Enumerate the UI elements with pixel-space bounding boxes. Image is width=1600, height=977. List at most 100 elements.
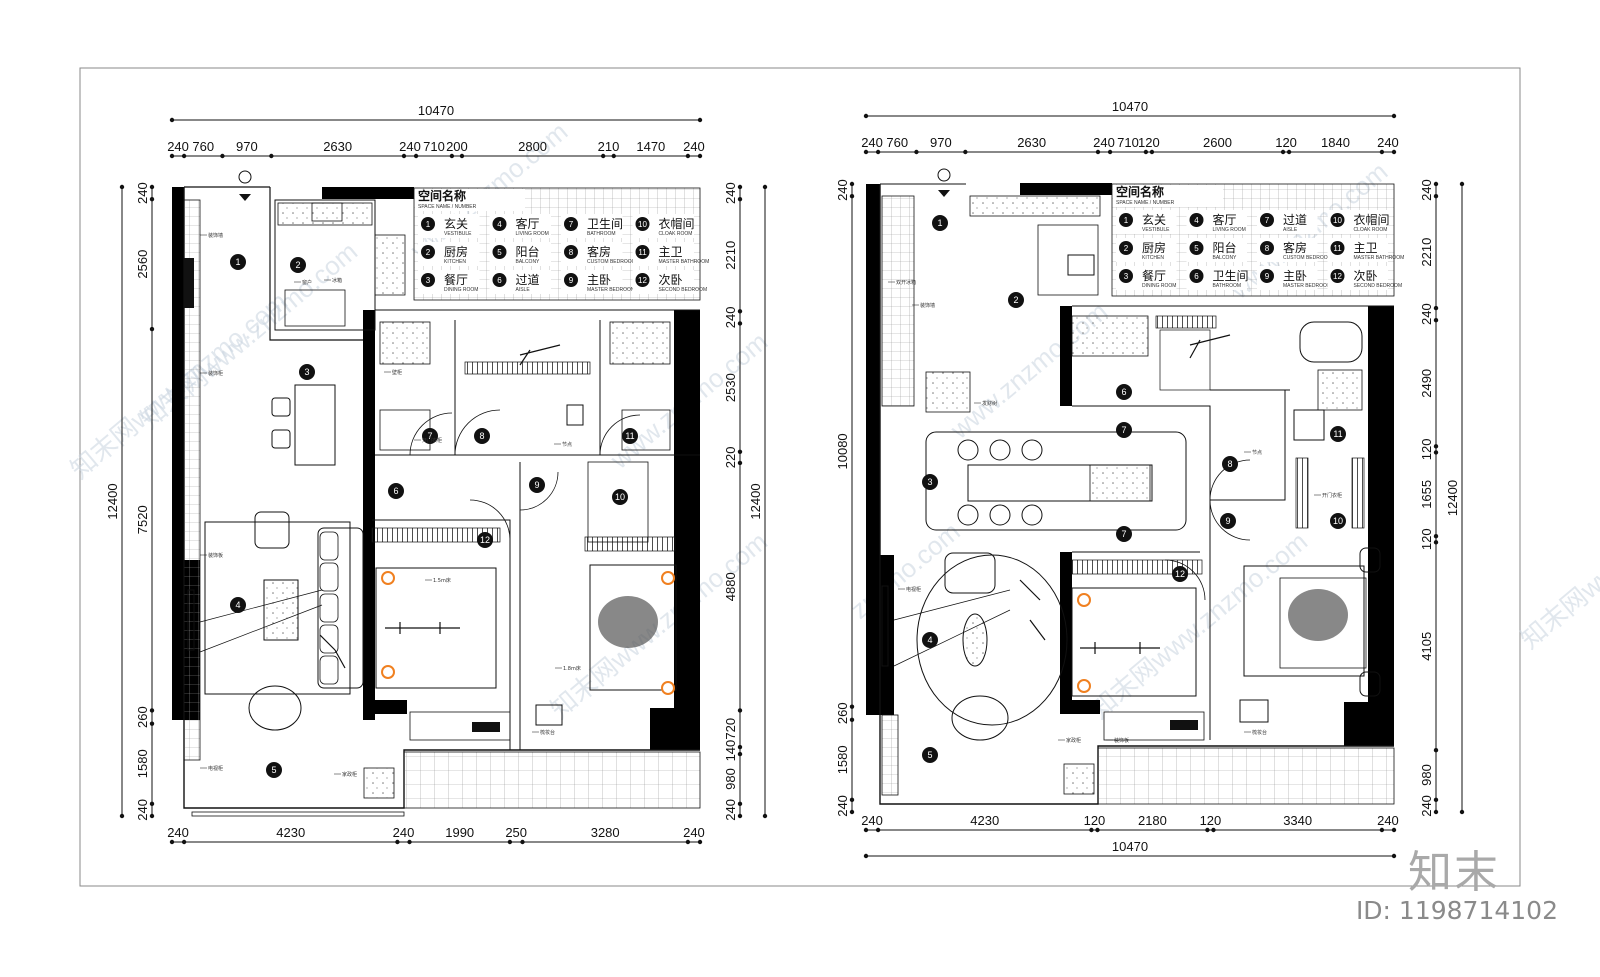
dim-bottom-label: 4230	[276, 825, 305, 840]
dim-right-total-tick	[1459, 181, 1465, 187]
dim-right-tick	[1433, 540, 1439, 545]
dim-right-tick	[737, 744, 743, 750]
legend-name-en: MASTER BATHROOM	[659, 259, 710, 265]
dim-bottom-tick	[181, 839, 187, 845]
legend-number-dot	[492, 245, 507, 259]
dim-right-label: 240	[1419, 303, 1434, 325]
dining-chair	[1021, 504, 1043, 526]
dim-left-label: 240	[135, 182, 150, 204]
sofa-cushion	[319, 531, 339, 561]
legend-title-bg	[415, 189, 525, 211]
dining-chair	[957, 504, 979, 526]
legend-number: 6	[1194, 272, 1199, 281]
dim-top-label: 710	[423, 139, 445, 154]
dim-bottom-tick	[169, 839, 175, 845]
dim-left-label: 1580	[135, 749, 150, 778]
legend-name-en: CUSTOM BEDROOM	[587, 259, 636, 265]
dim-bottom-label: 1990	[445, 825, 474, 840]
legend-number-dot	[492, 217, 507, 231]
dim-top-label: 240	[1377, 135, 1399, 150]
legend-number-dot	[421, 245, 435, 259]
dim-bottom-label: 120	[1084, 813, 1106, 828]
dining-chair	[989, 504, 1011, 526]
dim-right-tick	[737, 813, 743, 819]
room-marker	[477, 532, 493, 548]
wall	[363, 700, 407, 714]
brand-logo: 知末	[1408, 847, 1500, 898]
room-marker-number: 9	[534, 480, 539, 490]
watermark-text: 知末网www.znzmo.com	[1515, 456, 1600, 654]
dim-top-tick	[220, 153, 225, 159]
dim-right-tick	[737, 751, 743, 757]
dim-top-total-label: 10470	[1112, 99, 1148, 114]
room-marker	[612, 489, 628, 505]
dim-left-tick	[149, 708, 155, 713]
dim-top-tick	[181, 153, 187, 159]
dim-bottom-tick	[1205, 827, 1210, 833]
annotation-note: 节点	[1252, 450, 1262, 456]
dim-bottom-label: 2180	[1138, 813, 1167, 828]
legend-name-cn: 卫生间	[587, 217, 623, 231]
room-marker-number: 2	[1013, 295, 1018, 305]
annotation-note: 梳妆台	[540, 729, 555, 736]
dim-bottom-label: 4230	[970, 813, 999, 828]
room-marker	[422, 428, 438, 444]
legend-name-en: BATHROOM	[1213, 283, 1242, 289]
legend-name-cn: 主卧	[1283, 269, 1307, 283]
dim-top-tick	[1379, 149, 1385, 155]
room-marker-number: 7	[1121, 425, 1126, 435]
room-marker	[299, 364, 315, 380]
annotation-note: 家政柜	[342, 771, 357, 778]
dim-bottom-label: 3280	[591, 825, 620, 840]
legend-name-cn: 厨房	[1142, 240, 1166, 255]
legend-title: 空间名称	[418, 188, 466, 203]
legend-name-cn: 客厅	[516, 216, 540, 231]
room-marker	[1116, 384, 1132, 400]
legend-name-en: BALCONY	[1213, 255, 1238, 261]
legend-number-dot	[492, 273, 507, 287]
annotation-note: 冰箱	[332, 277, 342, 284]
room-marker-number: 3	[304, 367, 309, 377]
dim-left-tick	[849, 193, 855, 199]
annotation-note: 1.5m床	[433, 577, 451, 584]
room-marker	[1220, 513, 1236, 529]
dim-right-tick	[1433, 450, 1439, 455]
room-marker-number: 2	[295, 260, 300, 270]
legend-number: 8	[569, 248, 574, 257]
dim-left-total-tick	[119, 184, 125, 190]
dim-bottom-tick	[875, 827, 881, 833]
dim-top-label: 2600	[1203, 135, 1232, 150]
legend-name-cn: 客房	[1283, 240, 1307, 255]
dim-left-label: 2560	[135, 250, 150, 279]
dim-bottom-tick	[697, 839, 703, 845]
sheet-frame	[79, 67, 1521, 887]
legend-number: 1	[1124, 216, 1129, 225]
annotation-note: 装饰板	[208, 552, 223, 559]
watermark-text: 知末网www.znzmo.com	[545, 526, 773, 724]
annotation-note: 发财树	[982, 400, 997, 407]
legend-number: 12	[638, 276, 647, 285]
room-marker	[290, 257, 306, 273]
dim-right-label: 240	[723, 799, 738, 821]
legend-number: 12	[1333, 272, 1342, 281]
dim-bottom-label: 240	[167, 825, 189, 840]
legend-title: 空间名称	[1116, 184, 1164, 199]
legend-number-dot	[1119, 213, 1133, 227]
dim-top-tick	[459, 153, 465, 159]
dim-top-label: 210	[598, 139, 620, 154]
annotation-note: 电视柜	[208, 765, 223, 772]
room-marker-number: 8	[1227, 459, 1232, 469]
dim-left-label: 7520	[135, 505, 150, 534]
dim-right-label: 2210	[723, 241, 738, 270]
dim-top-tick	[1391, 149, 1397, 155]
legend-name-en: BALCONY	[516, 259, 541, 265]
room-marker	[932, 215, 948, 231]
annotation-note: 装饰板	[1114, 737, 1129, 744]
legend-number: 3	[426, 276, 431, 285]
dim-bottom-label: 250	[505, 825, 527, 840]
dim-right-tick	[737, 460, 743, 466]
dim-right-total-label: 12400	[1445, 480, 1460, 516]
